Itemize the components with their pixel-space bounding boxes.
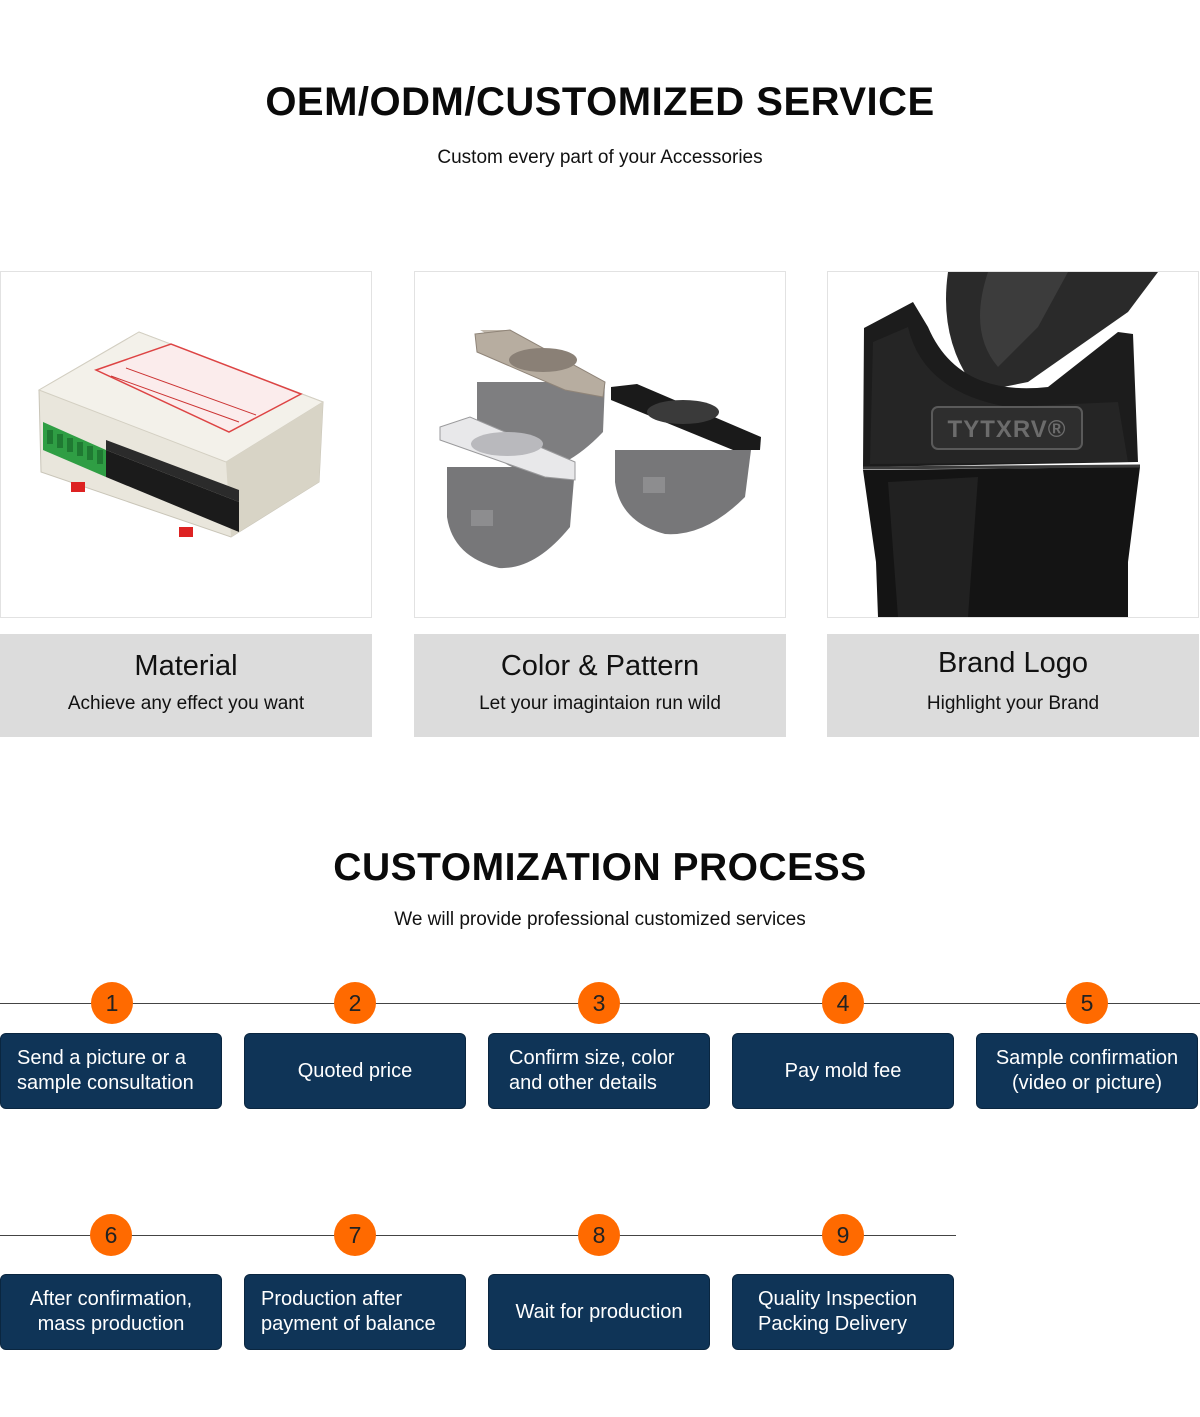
process-step-1: Send a picture or a sample consultation xyxy=(0,1033,222,1109)
timeline-line-2 xyxy=(0,1235,956,1236)
process-step-5: Sample confirmation (video or picture) xyxy=(976,1033,1198,1109)
feature-desc: Achieve any effect you want xyxy=(67,693,305,714)
feature-desc: Highlight your Brand xyxy=(926,693,1100,714)
step-number-badge: 1 xyxy=(91,982,133,1024)
feature-desc: Let your imagintaion run wild xyxy=(479,693,721,714)
feature-card-brand: TYTXRV® Brand Logo Highlight your Brand xyxy=(827,271,1199,737)
feature-label-material: Material Achieve any effect you want xyxy=(0,634,372,737)
process-step-2: Quoted price xyxy=(244,1033,466,1109)
feature-label-color: Color & Pattern Let your imagintaion run… xyxy=(414,634,786,737)
process-step-6: After confirmation, mass production xyxy=(0,1274,222,1350)
step-number-badge: 7 xyxy=(334,1214,376,1256)
feature-name: Material xyxy=(134,650,238,682)
process-step-7: Production after payment of balance xyxy=(244,1274,466,1350)
step-number-badge: 8 xyxy=(578,1214,620,1256)
feature-card-material: Material Achieve any effect you want xyxy=(0,271,372,737)
process-step-9: Quality Inspection Packing Delivery xyxy=(732,1274,954,1350)
service-subtitle: Custom every part of your Accessories xyxy=(437,147,763,168)
step-number-badge: 4 xyxy=(822,982,864,1024)
process-step-3: Confirm size, color and other details xyxy=(488,1033,710,1109)
relay-module-image xyxy=(0,271,372,618)
step-number-badge: 3 xyxy=(578,982,620,1024)
latch-colors-image xyxy=(414,271,786,618)
feature-card-color: Color & Pattern Let your imagintaion run… xyxy=(414,271,786,737)
svg-text:TYTXRV®: TYTXRV® xyxy=(948,416,1067,443)
step-number-badge: 9 xyxy=(822,1214,864,1256)
process-subtitle: We will provide professional customized … xyxy=(394,909,806,930)
process-step-4: Pay mold fee xyxy=(732,1033,954,1109)
step-number-badge: 6 xyxy=(90,1214,132,1256)
feature-name: Color & Pattern xyxy=(500,650,700,682)
feature-name: Brand Logo xyxy=(938,647,1088,679)
brand-logo-product-image: TYTXRV® xyxy=(827,271,1199,618)
process-title: CUSTOMIZATION PROCESS xyxy=(333,846,867,889)
service-title: OEM/ODM/CUSTOMIZED SERVICE xyxy=(265,80,935,124)
feature-label-brand: Brand Logo Highlight your Brand xyxy=(827,634,1199,737)
step-number-badge: 5 xyxy=(1066,982,1108,1024)
process-step-8: Wait for production xyxy=(488,1274,710,1350)
step-number-badge: 2 xyxy=(334,982,376,1024)
